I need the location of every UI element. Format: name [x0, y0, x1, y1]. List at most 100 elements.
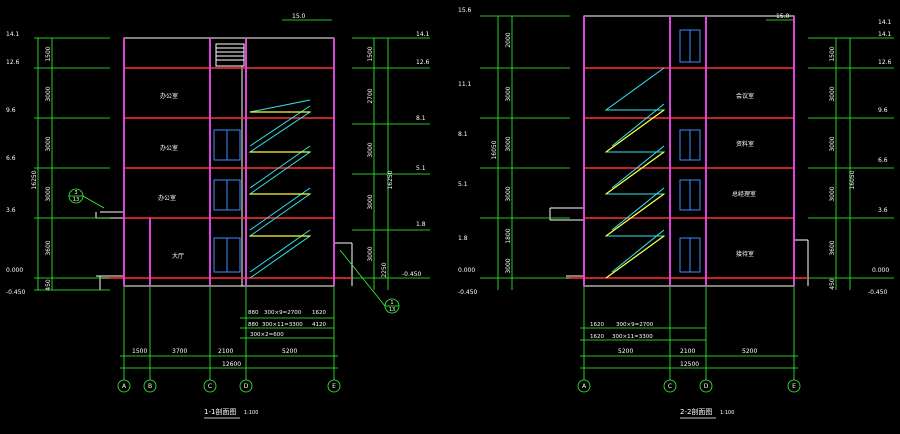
storey-dim: 1500	[45, 46, 52, 61]
left-elevations-1: 14.1 12.6 9.6 6.6 3.6 0.000 -0.450	[6, 31, 26, 296]
top-elevation: 15.0	[292, 13, 306, 20]
elevation-mark: 14.1	[416, 31, 430, 38]
storey-dim: 3600	[45, 240, 52, 255]
room-label: 办公室	[158, 194, 176, 202]
storey-dim: 3000	[505, 258, 512, 273]
grid-label: D	[704, 383, 709, 390]
right-total-dim: 16250	[387, 170, 394, 189]
right-dim-chain-2	[808, 37, 894, 290]
left-total-dim: 16050	[491, 140, 498, 159]
elevation-mark: 14.1	[878, 31, 892, 38]
building-outline-2	[549, 15, 809, 287]
elevation-mark: 14.1	[6, 31, 20, 38]
room-label: 大厅	[172, 252, 184, 260]
storey-dim: 1500	[829, 46, 836, 61]
stair-dim: 300×11=3300	[262, 322, 303, 328]
elevation-mark: 0.000	[6, 267, 23, 274]
elevation-mark: 1.8	[416, 221, 426, 228]
overall-dim: 12500	[680, 361, 699, 368]
callout-text: 1	[390, 300, 393, 306]
elevation-mark: 6.6	[6, 155, 16, 162]
section-scale: 1:100	[720, 410, 734, 416]
grid-bubbles-2	[577, 379, 801, 393]
stair-dim: 1620	[590, 322, 604, 328]
callout-bubble	[68, 188, 400, 314]
room-label: 办公室	[160, 92, 178, 100]
grid-label: A	[122, 383, 127, 390]
span-dim: 2100	[218, 348, 233, 355]
callout-text: 13	[389, 307, 395, 313]
room-label: 办公室	[160, 144, 178, 152]
elevation-mark: 3.6	[6, 207, 16, 214]
storey-dim: 3000	[829, 86, 836, 101]
stair-dim: 1620	[590, 334, 604, 340]
left-dim-chain-1	[34, 37, 110, 291]
section-title: 1-1剖面图	[204, 407, 236, 416]
horizontal-dims-2	[580, 286, 798, 380]
horizontal-dims-1	[120, 286, 338, 380]
stair-dim: 880	[248, 322, 259, 328]
elevation-mark: 11.1	[458, 81, 472, 88]
grid-bubbles-1	[117, 379, 341, 393]
grid-label: C	[208, 383, 212, 390]
storey-dim: 3000	[367, 246, 374, 261]
elevation-mark: 6.6	[878, 157, 888, 164]
storey-dim: 3000	[829, 136, 836, 151]
room-label: 会议室	[736, 92, 754, 100]
section-2-2: 会议室 资料室 总经理室 接待室 16050 2000 3000 3000 30…	[458, 7, 894, 419]
left-total-dim: 16250	[31, 170, 38, 189]
overall-dim: 12600	[222, 361, 241, 368]
columns-1	[123, 38, 335, 286]
section-scale: 1:100	[244, 410, 258, 416]
elevation-mark: 0.000	[458, 267, 475, 274]
windows-2	[679, 29, 701, 273]
right-dim-chain-1	[352, 37, 430, 290]
stair-dim: 300×9=2700	[616, 322, 654, 328]
storey-dim: 2700	[367, 88, 374, 103]
elevation-mark: 15.6	[458, 7, 472, 14]
elevation-mark: 12.6	[878, 59, 892, 66]
handrail-2	[605, 109, 665, 279]
storey-dim: 1800	[505, 228, 512, 243]
storey-dim: 3000	[45, 86, 52, 101]
elevation-mark: 12.6	[6, 59, 20, 66]
grid-label: D	[244, 383, 249, 390]
storey-dim: 2000	[505, 32, 512, 47]
span-dim: 5200	[282, 348, 297, 355]
storey-dim: 3600	[829, 240, 836, 255]
storey-dim: 3000	[45, 186, 52, 201]
top-elevation: 15.0	[776, 13, 790, 20]
storey-dim: 3000	[505, 86, 512, 101]
callout-text: 3	[74, 190, 77, 196]
storey-dim: 3000	[829, 186, 836, 201]
elevation-mark: 5.1	[416, 165, 426, 172]
span-dim: 2100	[680, 348, 695, 355]
right-elevations-2: 14.1 12.6 9.6 6.6 3.6 0.000 -0.450	[868, 31, 892, 296]
top-elevation: 14.1	[878, 19, 892, 26]
grid-label: A	[582, 383, 587, 390]
grid-label: E	[792, 383, 796, 390]
storey-dim: 3000	[367, 194, 374, 209]
stair-dim: 4120	[312, 322, 326, 328]
left-elevations-2: 15.6 11.1 8.1 5.1 1.8 0.000 -0.450	[458, 7, 478, 296]
columns-2	[583, 16, 795, 286]
span-dim: 5200	[618, 348, 633, 355]
section-1-1: 办公室 办公室 办公室 大厅 16250 1500 3000 3000 3000…	[6, 13, 430, 419]
storey-dim: 3000	[45, 136, 52, 151]
elevation-mark: 3.6	[878, 207, 888, 214]
handrail-1	[250, 111, 310, 237]
elevation-mark: -0.450	[868, 289, 888, 296]
span-dim: 3700	[172, 348, 187, 355]
elevation-mark: 8.1	[416, 115, 426, 122]
storey-dim: 450	[829, 278, 836, 290]
elevation-mark: 0.000	[872, 267, 889, 274]
section-title: 2-2剖面图	[680, 407, 712, 416]
storey-dim: 3000	[505, 136, 512, 151]
storey-dim: 3000	[505, 186, 512, 201]
storey-dim: 3000	[367, 142, 374, 157]
stair-dim: 300×2=600	[250, 332, 284, 338]
elevation-mark: 9.6	[6, 107, 16, 114]
left-dim-chain-2	[480, 15, 570, 290]
elevation-mark: 9.6	[878, 107, 888, 114]
floor-lines-2	[566, 67, 808, 279]
